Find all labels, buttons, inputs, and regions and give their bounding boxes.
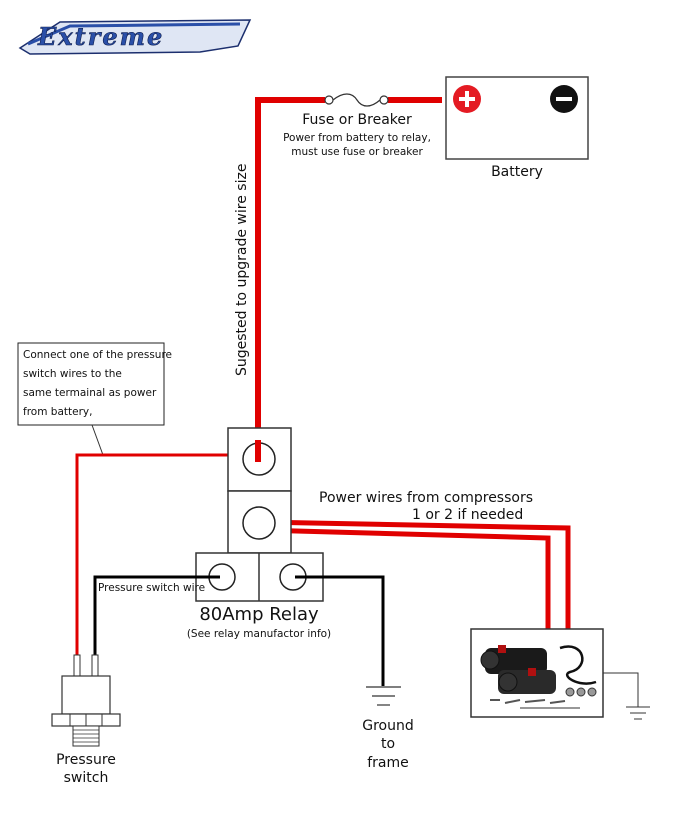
- relay-note: (See relay manufactor info): [187, 628, 331, 640]
- battery: [445, 76, 589, 160]
- fuse-title: Fuse or Breaker: [302, 112, 412, 128]
- ground-wire: [295, 575, 385, 686]
- wire-size-note: Sugested to upgrade wire size: [234, 164, 250, 376]
- callout-line-1: Connect one of the pressure: [23, 349, 172, 361]
- fuse-icon: [324, 93, 389, 107]
- callout-line-3: same termainal as power: [23, 387, 157, 399]
- pressure-switch-label-2: switch: [64, 770, 109, 786]
- logo-text: Extreme: [37, 22, 164, 51]
- ground-label-3: frame: [367, 755, 409, 771]
- relay-terminal-87: [242, 506, 276, 540]
- compressor-wires-label-1: Power wires from compressors: [319, 490, 533, 506]
- pressure-switch-label-1: Pressure: [56, 752, 116, 768]
- pressure-switch-icon: [51, 654, 121, 747]
- fuse-note-line-1: Power from battery to relay,: [283, 132, 431, 144]
- callout-line-4: from battery,: [23, 406, 92, 418]
- compressor-icon: [470, 628, 604, 718]
- compressor-power-wire-1: [259, 519, 571, 635]
- brand-logo: Extreme: [18, 19, 252, 55]
- callout-line-2: switch wires to the: [23, 368, 122, 380]
- compressor-wires-label-2: 1 or 2 if needed: [412, 507, 523, 523]
- ground-icon: [366, 686, 401, 706]
- pressure-switch-wire: [93, 575, 220, 657]
- battery-power-wire: [255, 97, 325, 462]
- fuse-note-line-2: must use fuse or breaker: [291, 146, 423, 158]
- relay: [195, 427, 324, 602]
- compressor-ground-wire: [603, 672, 639, 707]
- pressure-switch-feed-wire: [75, 453, 258, 657]
- compressor-power-wire-2: [259, 527, 551, 635]
- ground-label-2: to: [381, 736, 395, 752]
- callout-box: Connect one of the pressure switch wires…: [17, 342, 172, 426]
- minus-icon: [550, 85, 578, 113]
- plus-icon: [453, 85, 481, 113]
- callout-leader-line: [91, 424, 104, 456]
- battery-label: Battery: [491, 164, 543, 180]
- ground-label-1: Ground: [362, 718, 414, 734]
- relay-title: 80Amp Relay: [199, 604, 319, 625]
- ground-icon: [626, 706, 650, 720]
- pressure-switch-wire-label: Pressure switch wire: [98, 582, 205, 594]
